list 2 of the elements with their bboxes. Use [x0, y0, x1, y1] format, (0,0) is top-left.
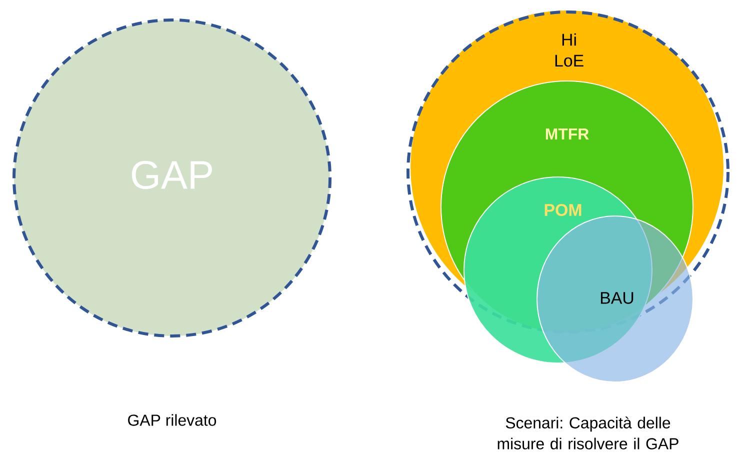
caption: Scenari: Capacità delle misure di risolvere il GAP	[498, 416, 678, 450]
caption: GAP rilevato	[128, 414, 216, 426]
